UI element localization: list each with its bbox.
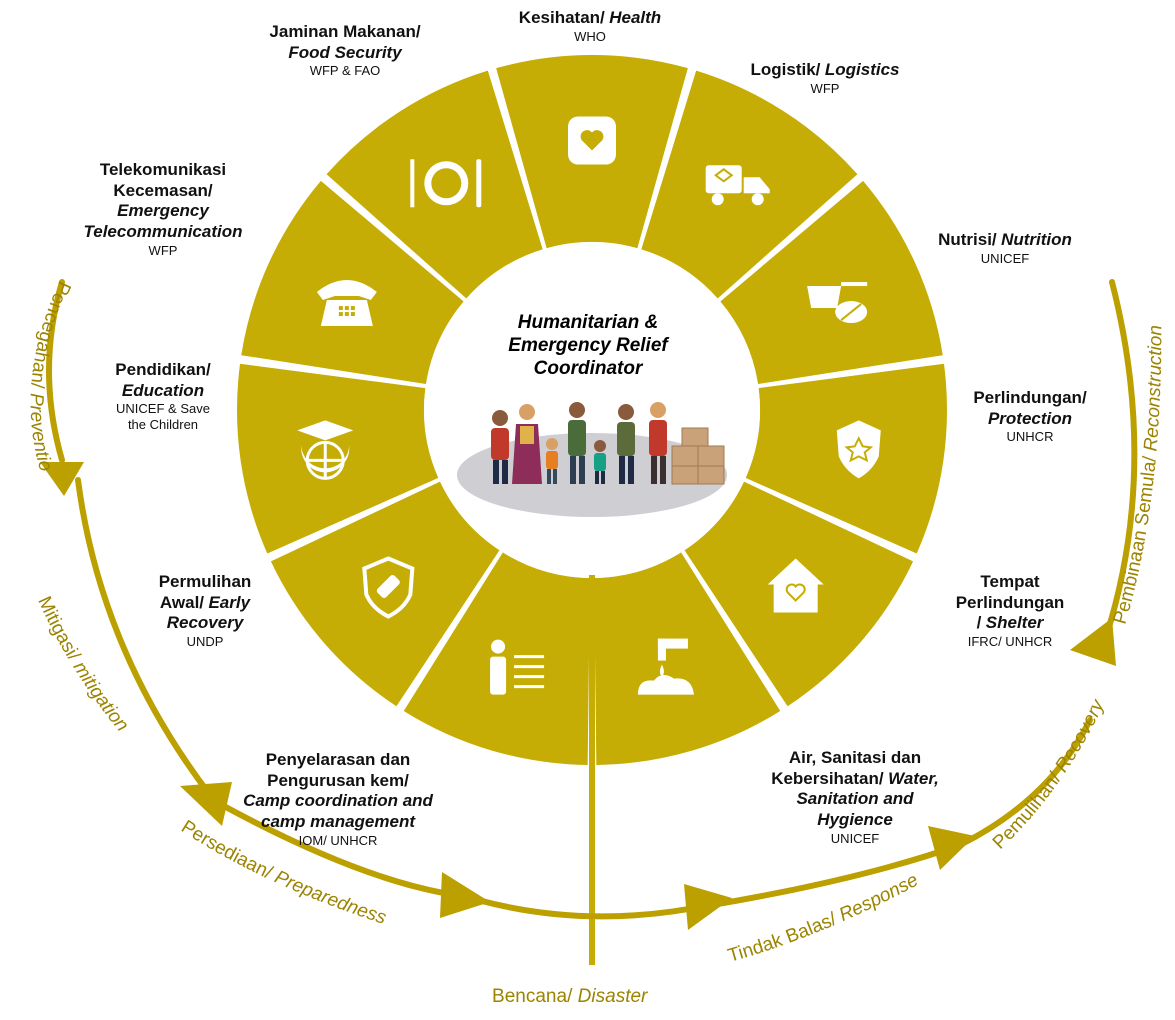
label-telecommunication: Telekomunikasi Kecemasan/ Emergency Tele… — [83, 160, 243, 258]
reconstruction-arc — [1102, 279, 1138, 643]
aid-worker — [649, 402, 667, 484]
center-title-line3: Coordinator — [533, 357, 643, 379]
phase-disaster: Bencana/ Disaster — [492, 986, 648, 1007]
arrowhead-preparedness — [440, 872, 490, 918]
child-1 — [546, 438, 558, 484]
label-education: Pendidikan/ Education UNICEF & Save the … — [115, 360, 211, 433]
segment-education — [236, 363, 439, 554]
segment-water- — [594, 552, 781, 765]
phase-mitigation: Mitigasi/ mitigation — [33, 593, 132, 735]
arrowhead-disaster — [684, 884, 732, 930]
arrowhead-recovery — [1070, 618, 1116, 666]
arrowhead-response — [928, 826, 975, 870]
plate-cutlery-icon — [410, 159, 482, 208]
label-nutrition: Nutrisi/ Nutrition UNICEF — [938, 230, 1072, 266]
prevention-arc — [46, 279, 65, 463]
shield-star-icon — [836, 420, 881, 479]
response-arc — [709, 842, 963, 908]
center-title-line1: Humanitarian & — [517, 312, 659, 333]
label-camp-coordination: Penyelarasan dan Pengurusan kem/ Camp co… — [243, 750, 433, 848]
arrowhead-prevention — [40, 462, 84, 496]
center-title: Humanitarian & Emergency Relief Coordina… — [488, 312, 688, 380]
disaster-cycle-arrows — [46, 279, 1138, 920]
child-2 — [594, 440, 606, 484]
disaster-arc — [475, 897, 713, 920]
refugee-family-illustration — [457, 402, 727, 517]
label-food-security: Jaminan Makanan/ Food Security WFP & FAO — [269, 22, 421, 79]
center-disc — [424, 242, 760, 578]
house-heart-icon — [767, 558, 824, 613]
cluster-segments — [236, 54, 947, 765]
label-health: Kesihatan/ Health WHO — [518, 8, 662, 44]
delivery-truck-icon — [705, 165, 770, 206]
shield-bandage-icon — [362, 556, 415, 619]
pot-and-pills-icon — [807, 282, 868, 324]
label-shelter: Tempat Perlindungan / Shelter IFRC/ UNHC… — [955, 572, 1065, 650]
water-tap-icon — [637, 638, 694, 695]
label-wash: Air, Sanitasi dan Kebersihatan/ Water, S… — [771, 748, 939, 846]
label-protection: Perlindungan/ Protection UNHCR — [973, 388, 1087, 445]
aid-boxes — [671, 427, 725, 485]
person-2 — [512, 404, 542, 484]
mitigation-arc — [75, 477, 213, 798]
recovery-arc — [957, 717, 1093, 848]
phase-recovery: Pemulihan/ Recovery — [989, 695, 1109, 853]
label-early-recovery: Permulihan Awal/ Early Recovery UNDP — [158, 572, 252, 650]
cycle-arrowheads — [40, 462, 1116, 930]
center-title-line2: Emergency Relief — [508, 334, 668, 356]
label-logistics: Logistik/ Logistics WFP — [750, 60, 900, 96]
person-3 — [568, 402, 586, 484]
preparedness-arc — [219, 802, 458, 898]
graduation-globe-icon — [297, 420, 354, 480]
arrowhead-mitigation — [180, 782, 232, 826]
person-4 — [617, 404, 635, 484]
segment-nutrition — [720, 180, 943, 385]
phase-prevention: Pencegahan/ Prevention — [0, 0, 75, 474]
telephone-icon — [316, 280, 377, 327]
heart-phone-icon — [568, 116, 616, 165]
person-list-icon — [490, 639, 545, 695]
person-1 — [491, 410, 509, 484]
